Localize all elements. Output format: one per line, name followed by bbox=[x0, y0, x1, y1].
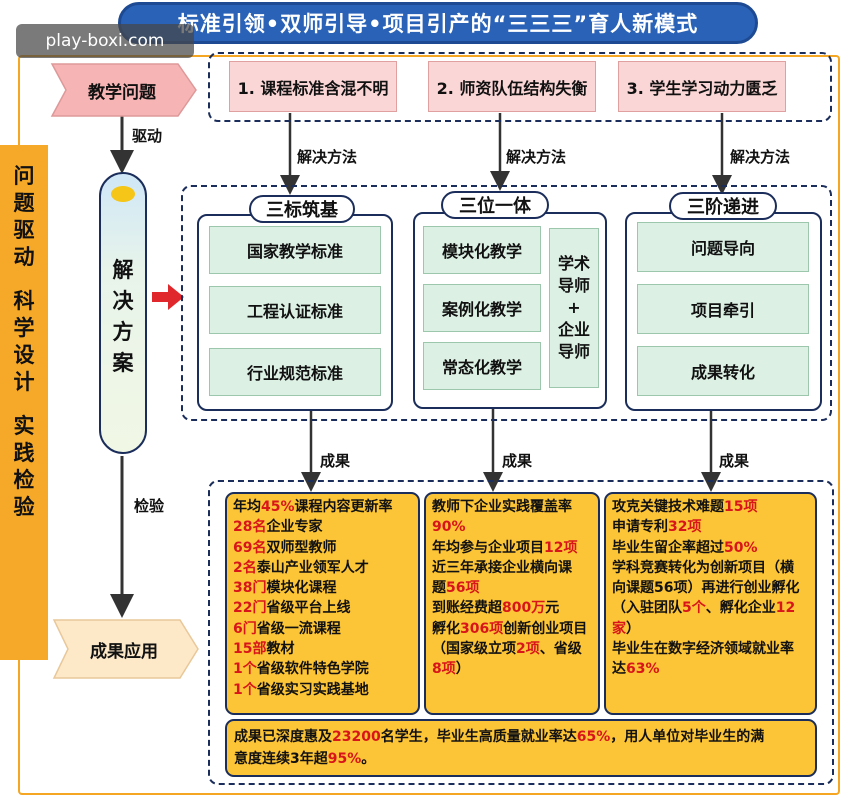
result-line: 1个省级实习实践基地 bbox=[233, 681, 369, 698]
category-item: 常态化教学 bbox=[423, 342, 541, 390]
mentor-box: 学术 导师 + 企业 导师 bbox=[549, 228, 599, 388]
watermark: play-boxi.com bbox=[16, 24, 194, 58]
results-container bbox=[208, 480, 834, 785]
problems-container bbox=[208, 52, 832, 122]
mentor-line: 企业 bbox=[557, 320, 590, 339]
result-box-3: 攻克关键技术难题15项 申请专利32项 毕业生留企率超过50% 学科竞赛转化为创… bbox=[604, 492, 817, 715]
result-line: 毕业生在数字经济领域就业率 bbox=[612, 641, 794, 658]
page-title: 标准引领•双师引导•项目引产的“三三三”育人新模式 bbox=[118, 2, 758, 44]
result-line: 向课题56项）再进行创业孵化 bbox=[612, 580, 800, 597]
mentor-line: + bbox=[567, 298, 581, 317]
result-line: 学科竞赛转化为创新项目（横 bbox=[612, 559, 794, 576]
left-band: 问 题 驱 动 科 学 设 计 实 践 检 验 bbox=[0, 145, 48, 660]
category-item: 项目牵引 bbox=[637, 284, 809, 334]
result-line: 15部教材 bbox=[233, 641, 295, 658]
result-line: （国家级立项2项、省级 bbox=[432, 641, 582, 658]
result-arrow-label-3: 成果 bbox=[719, 452, 750, 470]
band-char: 检 bbox=[13, 468, 35, 492]
result-line: 69名双师型教师 bbox=[233, 539, 337, 556]
category-item: 案例化教学 bbox=[423, 284, 541, 332]
band-char: 科 bbox=[13, 289, 35, 313]
band-char: 问 bbox=[13, 164, 35, 188]
solution-char: 案 bbox=[112, 351, 134, 375]
category-title-1: 三标筑基 bbox=[249, 195, 355, 223]
result-line: 达63% bbox=[612, 661, 660, 678]
band-char: 验 bbox=[13, 495, 35, 519]
band-char: 践 bbox=[13, 441, 35, 465]
result-line: 到账经费超800万元 bbox=[432, 600, 560, 617]
result-line: 孵化306项创新创业项目 bbox=[432, 620, 588, 637]
problem-box-1: 1. 课程标准含混不明 bbox=[229, 61, 397, 112]
result-line: 8项） bbox=[432, 661, 470, 678]
category-title-2: 三位一体 bbox=[441, 191, 549, 219]
category-title-3: 三阶递进 bbox=[669, 192, 777, 220]
method-label-1: 解决方法 bbox=[297, 148, 358, 166]
result-box-2: 教师下企业实践覆盖率 90% 年均参与企业项目12项 近三年承接企业横向课 题5… bbox=[424, 492, 600, 715]
result-line: 6门省级一流课程 bbox=[233, 620, 341, 637]
result-line: 1个省级软件特色学院 bbox=[233, 661, 369, 678]
result-tag-label: 成果应用 bbox=[90, 641, 158, 662]
category-item: 模块化教学 bbox=[423, 226, 541, 274]
category-item: 行业规范标准 bbox=[209, 348, 381, 396]
category-item: 问题导向 bbox=[637, 222, 809, 272]
method-label-3: 解决方法 bbox=[730, 148, 791, 166]
result-line: 28名企业专家 bbox=[233, 519, 323, 536]
result-line: 申请专利32项 bbox=[612, 519, 702, 536]
problem-tag bbox=[50, 63, 197, 117]
solution-char: 解 bbox=[112, 258, 134, 282]
mentor-line: 导师 bbox=[557, 276, 590, 295]
result-line: 90% bbox=[432, 519, 466, 536]
result-arrow-label-1: 成果 bbox=[320, 452, 351, 470]
band-char: 学 bbox=[13, 316, 35, 340]
result-line: 攻克关键技术难题15项 bbox=[612, 499, 758, 515]
result-tag bbox=[52, 619, 199, 679]
category-item: 成果转化 bbox=[637, 346, 809, 396]
result-line: 年均参与企业项目12项 bbox=[432, 539, 578, 556]
problem-box-2: 2. 师资队伍结构失衡 bbox=[428, 61, 596, 112]
solutions-container bbox=[181, 185, 832, 421]
band-char: 动 bbox=[13, 245, 35, 269]
result-arrow-label-2: 成果 bbox=[502, 452, 533, 470]
problem-tag-label: 教学问题 bbox=[88, 82, 156, 103]
result-box-1: 年均45%课程内容更新率 28名企业专家 69名双师型教师 2名泰山产业领军人才… bbox=[225, 492, 420, 715]
band-char: 设 bbox=[13, 343, 35, 367]
category-item: 国家教学标准 bbox=[209, 226, 381, 274]
method-label-2: 解决方法 bbox=[506, 148, 567, 166]
band-char: 题 bbox=[13, 191, 35, 215]
summary-line-1: 成果已深度惠及23200名学生，毕业生高质量就业率达65%，用人单位对毕业生的满 bbox=[234, 729, 765, 745]
mentor-line: 学术 bbox=[557, 254, 590, 273]
band-char: 驱 bbox=[13, 218, 35, 242]
result-line: 38门模块化课程 bbox=[233, 580, 337, 597]
drive-label: 驱动 bbox=[132, 127, 163, 145]
problem-box-3: 3. 学生学习动力匮乏 bbox=[618, 61, 786, 112]
band-char: 计 bbox=[13, 370, 35, 394]
solution-capsule bbox=[99, 172, 147, 454]
band-char: 实 bbox=[13, 414, 35, 438]
result-line: 22门省级平台上线 bbox=[233, 600, 351, 617]
result-line: 题56项 bbox=[432, 580, 480, 597]
solution-label: 解 决 方 案 bbox=[99, 255, 147, 379]
result-line: 教师下企业实践覆盖率 bbox=[432, 499, 572, 515]
summary-line-2: 意度连续3年超95%。 bbox=[234, 751, 376, 767]
result-line: 毕业生留企率超过50% bbox=[612, 539, 758, 556]
capsule-dot bbox=[111, 186, 135, 202]
result-line: （入驻团队5个、孵化企业12 bbox=[612, 600, 796, 617]
solution-char: 方 bbox=[112, 320, 134, 344]
check-label: 检验 bbox=[134, 497, 165, 515]
result-line: 2名泰山产业领军人才 bbox=[233, 559, 369, 576]
mentor-line: 导师 bbox=[557, 342, 590, 361]
result-line: 家） bbox=[612, 620, 640, 637]
solution-char: 决 bbox=[112, 289, 134, 313]
category-item: 工程认证标准 bbox=[209, 286, 381, 334]
summary-box: 成果已深度惠及23200名学生，毕业生高质量就业率达65%，用人单位对毕业生的满… bbox=[225, 719, 817, 777]
result-line: 年均45%课程内容更新率 bbox=[233, 499, 393, 515]
result-line: 近三年承接企业横向课 bbox=[432, 559, 572, 576]
